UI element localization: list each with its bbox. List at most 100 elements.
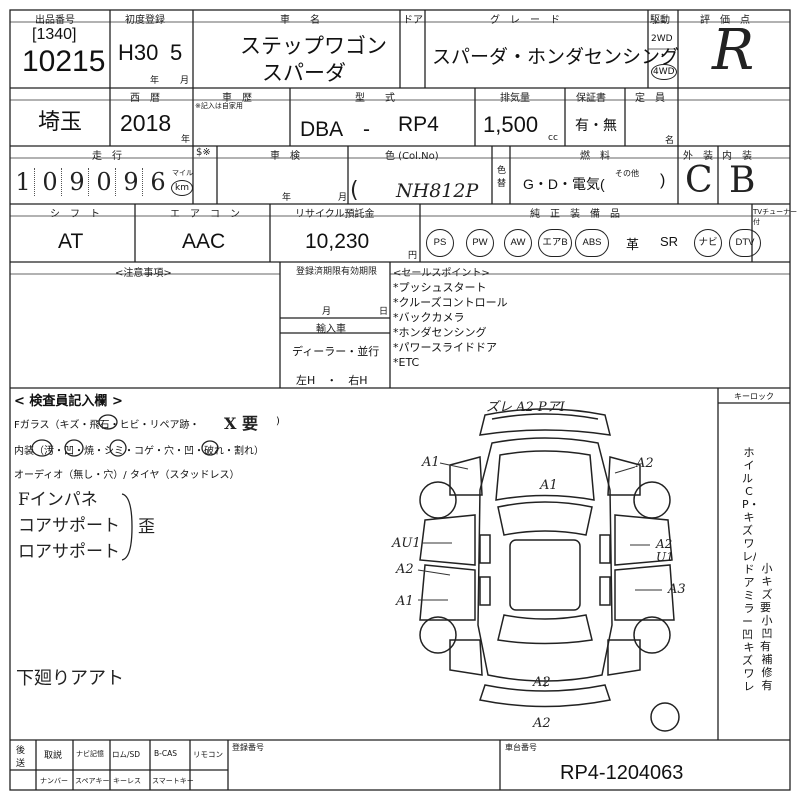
handwritten-note: コアサポート — [18, 516, 120, 536]
diagram-mark-rear-bumper: A2 — [533, 716, 551, 731]
equipment-abs: ABS — [575, 229, 609, 257]
mileage-digit: 6 — [150, 168, 166, 196]
handwritten-damage-notes: Fインパネ コアサポート ロアサポート — [18, 487, 120, 565]
navi-memory-label: ナビ記憶 — [76, 750, 104, 758]
equipment-label: 純 正 装 備 品 — [530, 209, 620, 220]
mile-unit: マイル — [172, 169, 193, 177]
selling-point: *ホンダセンシング — [393, 326, 487, 339]
selling-points-label: <セールスポイント> — [393, 268, 490, 279]
equipment-sunroof: SR — [660, 234, 679, 249]
glass-paren-close: ) — [276, 416, 280, 427]
diagram-mark-right-rear: A3 — [668, 582, 686, 597]
exterior-label: 外 装 — [683, 151, 713, 162]
handwritten-note: Fインパネ — [18, 490, 98, 510]
handle-side-label: 左H ・ 右H — [296, 374, 368, 387]
recycle-label: リサイクル預託金 — [295, 209, 375, 220]
keyless-label: キーレス — [113, 777, 141, 785]
mileage-label: 走 行 — [92, 151, 122, 162]
displacement-value: 1,500 — [483, 112, 539, 137]
selling-point: *プッシュスタート — [393, 281, 487, 294]
model-code: RP4 — [398, 113, 439, 136]
inspection-year-unit: 年 — [282, 193, 292, 203]
color-label: 色 (Col.No) — [385, 151, 439, 162]
selling-point: *バックカメラ — [393, 311, 465, 324]
tv-tuner-label: TVチューナー付 — [753, 208, 798, 226]
km-unit-circled: km — [171, 180, 193, 196]
first-registration-month: 5 — [170, 40, 183, 65]
fuel-paren-close: ) — [660, 172, 666, 189]
remote-label: リモコン — [193, 750, 223, 759]
handwritten-note: ロアサポート — [18, 542, 120, 562]
drive-2wd: 2WD — [651, 34, 673, 44]
mileage-digit: 0 — [93, 168, 116, 196]
diagram-mark-right-door: A2 U1 — [656, 537, 674, 564]
registration-month-unit: 月 — [322, 307, 332, 317]
door-label: ドア — [403, 15, 423, 26]
car-name-line2: スパーダ — [262, 62, 346, 85]
caution-label: <注意事項> — [115, 268, 172, 279]
equipment-aw: AW — [504, 229, 532, 257]
bracket-mark — [121, 493, 133, 561]
mileage-digit: 9 — [66, 168, 89, 196]
displacement-label: 排気量 — [500, 93, 530, 104]
capacity-label: 定 員 — [635, 93, 665, 104]
transport-label: 後送 — [16, 746, 26, 769]
bcas-label: B-CAS — [154, 749, 177, 758]
first-registration-era-year: H30 — [118, 40, 159, 65]
mileage-digits: 1 0 9 0 9 6 — [12, 168, 169, 196]
history-label: 車 歴 — [222, 93, 252, 104]
inspection-handwritten-circles — [31, 414, 219, 457]
lot-number-label: 出品番号 — [35, 15, 75, 26]
month-unit: 月 — [180, 76, 190, 86]
color-code-value: NH812P — [396, 180, 479, 202]
interior-label: 内 装 — [722, 151, 752, 162]
car-name-label: 車 名 — [280, 15, 320, 26]
s-label: $※ — [196, 147, 211, 158]
equipment-navi: ナビ — [694, 229, 722, 257]
key-lock-label: キーロック — [734, 392, 774, 401]
chassis-number-label: 車台番号 — [505, 743, 537, 752]
inspector-notes-title: < 検査員記入欄 > — [14, 394, 123, 409]
shift-value: AT — [58, 230, 84, 253]
diagram-mark-left-fender: AU1 — [392, 536, 421, 551]
inspection-label: 車 検 — [270, 151, 300, 162]
warranty-label: 保証書 — [576, 93, 606, 104]
diagram-mark-front-right: A2 — [636, 456, 654, 471]
selling-point: *ETC — [393, 356, 420, 369]
mileage-digit: 0 — [39, 168, 62, 196]
distortion-note: 歪 — [138, 517, 155, 537]
equipment-pw: PW — [466, 229, 494, 257]
plate-label: ナンバー — [40, 777, 68, 785]
glass-repair-mark: X 要 — [224, 414, 258, 433]
audio-tire-line: オーディオ（無し・穴）/ タイヤ（スタッドレス） — [14, 470, 240, 481]
lot-prefix: [1340] — [32, 26, 77, 43]
equipment-airbag: エアB — [538, 229, 572, 257]
dealer-parallel-label: ディーラー・並行 — [292, 345, 380, 358]
ac-value: AAC — [182, 230, 226, 253]
equipment-leather: 革 — [626, 237, 640, 252]
mileage-digit: 9 — [120, 168, 143, 196]
diagram-mark-front-left: A1 — [422, 455, 440, 470]
capacity-unit: 名 — [665, 136, 675, 146]
drive-separator: ・ — [658, 51, 668, 61]
region-value: 埼玉 — [38, 109, 83, 134]
western-year-unit: 年 — [181, 135, 191, 145]
selling-points-list: *プッシュスタート *クルーズコントロール *バックカメラ *ホンダセンシング … — [393, 280, 508, 370]
score-label: 評 価 点 — [700, 15, 750, 26]
spare-key-label: スペアキー — [75, 777, 110, 785]
grade-label: グ レ ー ド — [490, 15, 560, 26]
car-name-line1: ステップワゴン — [240, 35, 387, 58]
warranty-value: 有・無 — [575, 117, 617, 133]
registration-expiry-label: 登録済期限有効期限 — [296, 267, 378, 277]
wheel-mirror-note: ホイル・CP・キズ・ワレ/ドアミラー・凹・キズ・ワレ — [742, 446, 756, 693]
diagram-mark-rear-panel: A2 — [533, 675, 551, 690]
drive-4wd-circled: 4WD — [651, 64, 677, 80]
car-damage-diagram — [417, 408, 680, 732]
equipment-ps: PS — [426, 229, 454, 257]
fuel-label: 燃 料 — [580, 151, 610, 162]
mileage-digit: 1 — [12, 168, 35, 196]
ac-label: エ ア コ ン — [170, 209, 240, 220]
rom-sd-label: ロム/SD — [112, 750, 141, 759]
fuel-other-label: その他 — [615, 169, 639, 178]
